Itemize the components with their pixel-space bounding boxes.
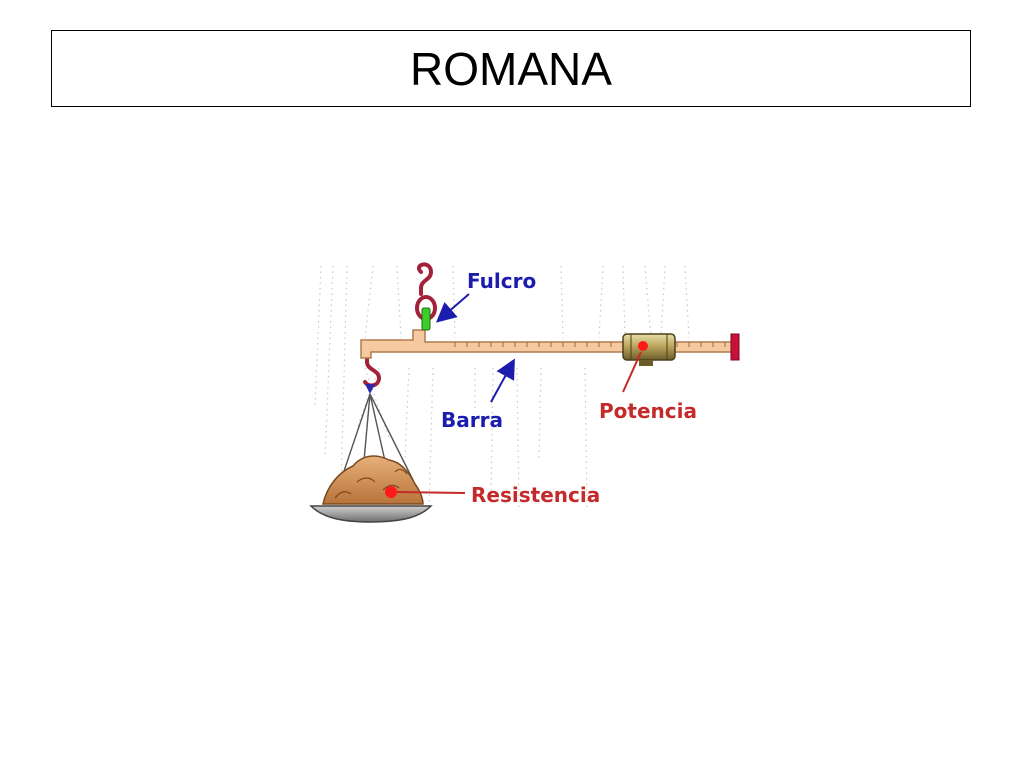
fulcrum-label: Fulcro	[467, 269, 536, 293]
slide-title: ROMANA	[410, 42, 612, 95]
power-pointer	[622, 351, 642, 393]
fulcrum-arrow	[435, 293, 470, 323]
pan-chains	[340, 393, 414, 481]
load-texture	[334, 468, 408, 499]
bar-end-stop	[730, 333, 740, 361]
resistance-point	[385, 486, 397, 498]
pan-ring-icon	[365, 384, 375, 394]
bar-arrow	[490, 358, 515, 403]
scale-pan	[309, 505, 433, 523]
title-box: ROMANA	[51, 30, 971, 107]
power-label: Potencia	[599, 399, 697, 423]
motion-traces	[314, 265, 690, 509]
sliding-weight	[622, 333, 676, 366]
bar-label: Barra	[441, 408, 503, 432]
resistance-label: Resistencia	[471, 483, 600, 507]
resistance-pointer	[396, 491, 466, 494]
fulcrum-pivot	[421, 307, 431, 331]
fulcrum-hook-icon	[417, 262, 434, 296]
steelyard-illustration: Fulcro Barra Potencia Resistencia	[309, 262, 740, 523]
steelyard-bar	[360, 329, 740, 361]
steelyard-diagram: Fulcro Barra Potencia Resistencia	[305, 258, 745, 530]
power-point	[638, 341, 648, 351]
